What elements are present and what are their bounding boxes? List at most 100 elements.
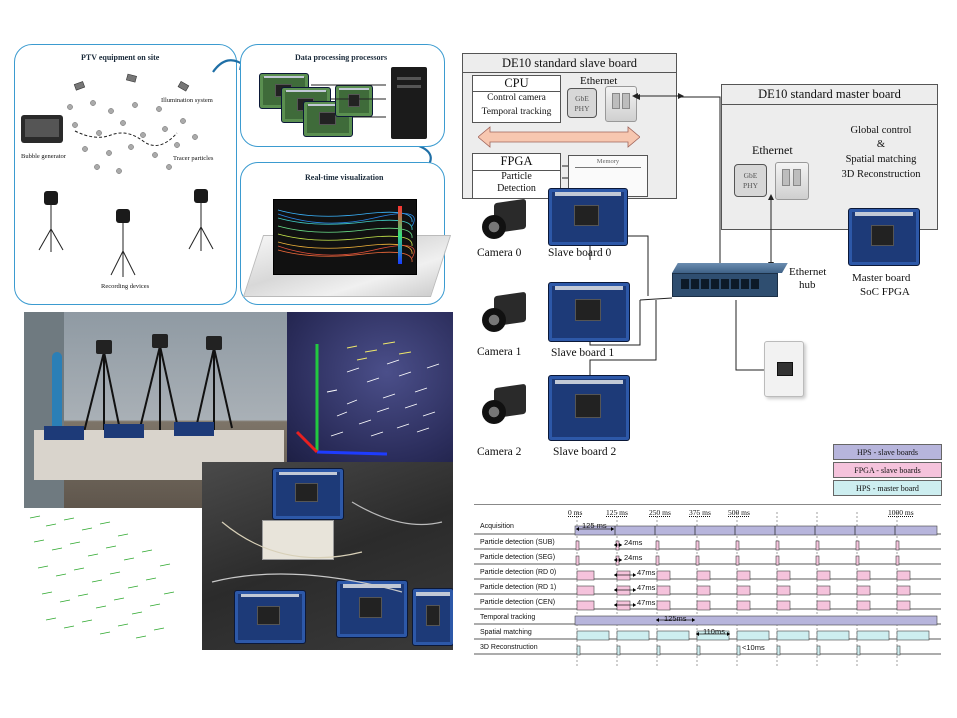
tick-250ms: 250 ms — [649, 508, 671, 517]
spatial-dim-head — [696, 632, 699, 636]
row-acquisition: Acquisition — [480, 523, 514, 530]
point-cloud-view — [287, 312, 453, 462]
seg-dim-head — [614, 558, 617, 562]
master-board-icon — [848, 208, 920, 266]
master-ethernet-label: Ethernet — [752, 143, 793, 157]
seg-pulse — [775, 555, 780, 566]
rd1-dim-head — [614, 588, 617, 592]
rd0-dim-head — [633, 573, 636, 577]
camera-0-icon — [480, 197, 528, 243]
processing-panel: Data processing processors — [240, 44, 445, 147]
legend-hps-master: HPS - master board — [833, 480, 942, 496]
spatial-block — [776, 630, 810, 641]
row-spatial-matching: Spatial matching — [480, 629, 532, 636]
hub-label-2: hub — [799, 279, 816, 291]
row-detection-rd1: Particle detection (RD 1) — [480, 584, 557, 591]
row-3d-reconstruction: 3D Reconstruction — [480, 644, 538, 651]
spatial-block — [576, 630, 610, 641]
rd0-block — [776, 570, 791, 581]
visualization-panel-title: Real-time visualization — [305, 173, 384, 182]
illumination-label: Illumination system — [161, 97, 213, 104]
rd0-block — [696, 570, 711, 581]
spatial-block — [736, 630, 770, 641]
annot-rd0: 47ms — [637, 568, 656, 577]
master-3d-reconstruction: 3D Reconstruction — [841, 169, 921, 180]
processor-board-4 — [335, 85, 373, 117]
sub-dim-head — [619, 543, 622, 547]
tick-375ms: 375 ms — [689, 508, 711, 517]
annot-acq: 125 ms — [582, 521, 607, 530]
sub-pulse — [855, 540, 860, 551]
timeline-frame — [474, 504, 941, 656]
wall-socket-icon — [764, 341, 804, 397]
camera-2-label: Camera 2 — [477, 446, 522, 458]
master-spatial-matching: Spatial matching — [845, 154, 917, 165]
master-global-control: Global control — [850, 125, 912, 136]
rd1-block — [816, 585, 831, 596]
cen-block — [896, 600, 911, 611]
cen-block — [656, 600, 671, 611]
hub-label-1: Ethernet — [789, 266, 827, 278]
master-ampersand: & — [876, 139, 886, 150]
slave-board-2-label: Slave board 2 — [553, 446, 617, 458]
cpu-control-camera: Control camera — [487, 93, 546, 103]
rd0-block — [816, 570, 831, 581]
rd0-block — [656, 570, 671, 581]
row-detection-rd0: Particle detection (RD 0) — [480, 569, 557, 576]
spatial-block — [656, 630, 690, 641]
recon-pulse — [696, 645, 701, 656]
acq-dim-head — [576, 527, 579, 531]
rd1-block — [856, 585, 871, 596]
slave-ethernet-label: Ethernet — [580, 75, 618, 87]
annot-rd1: 47ms — [637, 583, 656, 592]
sub-pulse — [735, 540, 740, 551]
legend-hps-slave: HPS - slave boards — [833, 444, 942, 460]
vector-field-plot — [24, 508, 202, 650]
tick-1000ms: 1000 ms — [888, 508, 914, 517]
sub-pulse — [895, 540, 900, 551]
temporal-dim-head — [692, 618, 695, 622]
rd0-block — [616, 570, 631, 581]
recon-pulse — [576, 645, 581, 656]
row-detection-sub: Particle detection (SUB) — [480, 539, 555, 546]
annot-temporal: 125ms — [664, 614, 687, 623]
recon-pulse — [616, 645, 621, 656]
master-rj45-icon — [775, 162, 809, 200]
cen-block — [736, 600, 751, 611]
rd0-dim-head — [614, 573, 617, 577]
cpu-temporal-tracking: Temporal tracking — [481, 107, 552, 117]
annot-sub: 24ms — [624, 538, 643, 547]
recon-pulse — [896, 645, 901, 656]
legend-fpga-slave: FPGA - slave boards — [833, 462, 942, 478]
annot-spatial: 110ms — [703, 627, 725, 636]
sub-pulse — [575, 540, 580, 551]
ethernet-hub-icon — [672, 263, 788, 299]
trajectory-plot — [277, 206, 415, 264]
temporal-dim-head — [656, 618, 659, 622]
spatial-dim-head — [727, 632, 730, 636]
fpga-block: FPGA Particle Detection — [472, 153, 561, 199]
annot-recon: <10ms — [742, 643, 765, 652]
recording-devices-label: Recording devices — [101, 283, 150, 290]
sub-pulse — [775, 540, 780, 551]
rd1-block — [776, 585, 791, 596]
spatial-block — [816, 630, 850, 641]
seg-pulse — [575, 555, 580, 566]
cen-block — [776, 600, 791, 611]
annot-cen: 47ms — [637, 598, 656, 607]
seg-pulse — [735, 555, 740, 566]
rd0-block — [736, 570, 751, 581]
slave-rj45-icon — [605, 86, 637, 122]
acquisition-bar — [574, 525, 938, 536]
rd1-block — [616, 585, 631, 596]
acq-dim-head — [611, 527, 614, 531]
bubble-generator-label: Bubble generator — [21, 153, 66, 160]
spatial-block — [696, 630, 730, 641]
seg-pulse — [695, 555, 700, 566]
slave-board-title: DE10 standard slave board — [501, 56, 638, 70]
master-board-title: DE10 standard master board — [758, 87, 901, 101]
sub-pulse — [655, 540, 660, 551]
processing-panel-title: Data processing processors — [295, 53, 388, 62]
seg-pulse — [815, 555, 820, 566]
